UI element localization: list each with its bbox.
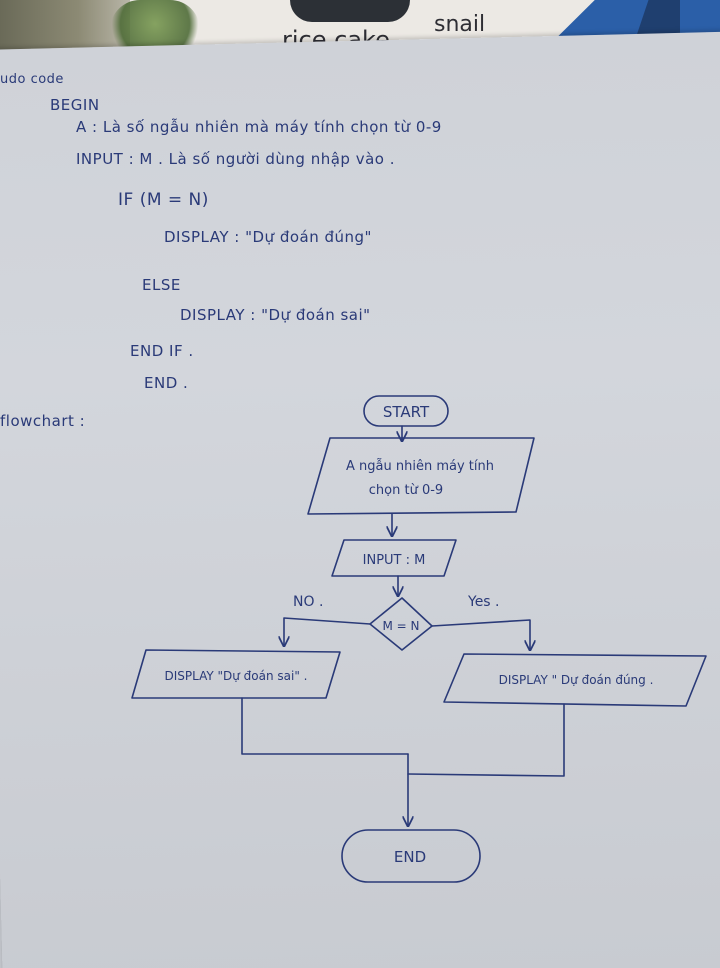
start-terminal: [363, 395, 449, 427]
pseudocode-line-a: A : Là số ngẫu nhiên mà máy tính chọn từ…: [76, 118, 442, 136]
pseudocode-end-if: END IF .: [130, 342, 194, 360]
flowchart-heading: flowchart :: [0, 412, 86, 430]
decision-label: M = N: [382, 619, 419, 633]
end-label: END: [394, 848, 426, 866]
poster-word-snail: snail: [434, 12, 486, 37]
arrow-no-branch: [284, 617, 371, 646]
pseudocode-begin: BEGIN: [50, 96, 100, 114]
poster-shape-dark: [290, 0, 410, 22]
display-true-box: [443, 653, 707, 707]
pseudocode-display-false: DISPLAY : "Dự đoán sai": [180, 306, 371, 324]
decision-diamond: [369, 597, 433, 651]
random-number-box: [307, 437, 535, 515]
pseudocode-if: IF (M = N): [118, 190, 209, 210]
display-false-label: DISPLAY "Dự đoán sai" .: [164, 669, 307, 683]
input-label: INPUT : M: [363, 553, 426, 568]
start-label: START: [383, 403, 430, 421]
random-number-line2: chọn từ 0-9: [369, 483, 443, 498]
label-yes: Yes .: [467, 594, 500, 610]
label-no: NO .: [293, 594, 323, 610]
pseudocode-else: ELSE: [142, 276, 181, 294]
merge-line-left: [241, 697, 409, 755]
pseudocode-display-true: DISPLAY : "Dự đoán đúng": [164, 228, 372, 246]
pseudocode-heading: udo code: [0, 72, 64, 87]
pseudocode-end: END .: [144, 374, 189, 392]
display-true-label: DISPLAY " Dự đoán đúng .: [499, 673, 654, 687]
end-terminal: [341, 829, 481, 883]
input-box: [331, 539, 457, 577]
display-false-box: [131, 649, 341, 699]
arrow-yes-branch: [431, 619, 530, 650]
merge-line-right: [407, 703, 565, 777]
pseudocode-line-input: INPUT : M . Là số người dùng nhập vào .: [76, 150, 395, 168]
random-number-line1: A ngẫu nhiên máy tính: [346, 459, 494, 474]
